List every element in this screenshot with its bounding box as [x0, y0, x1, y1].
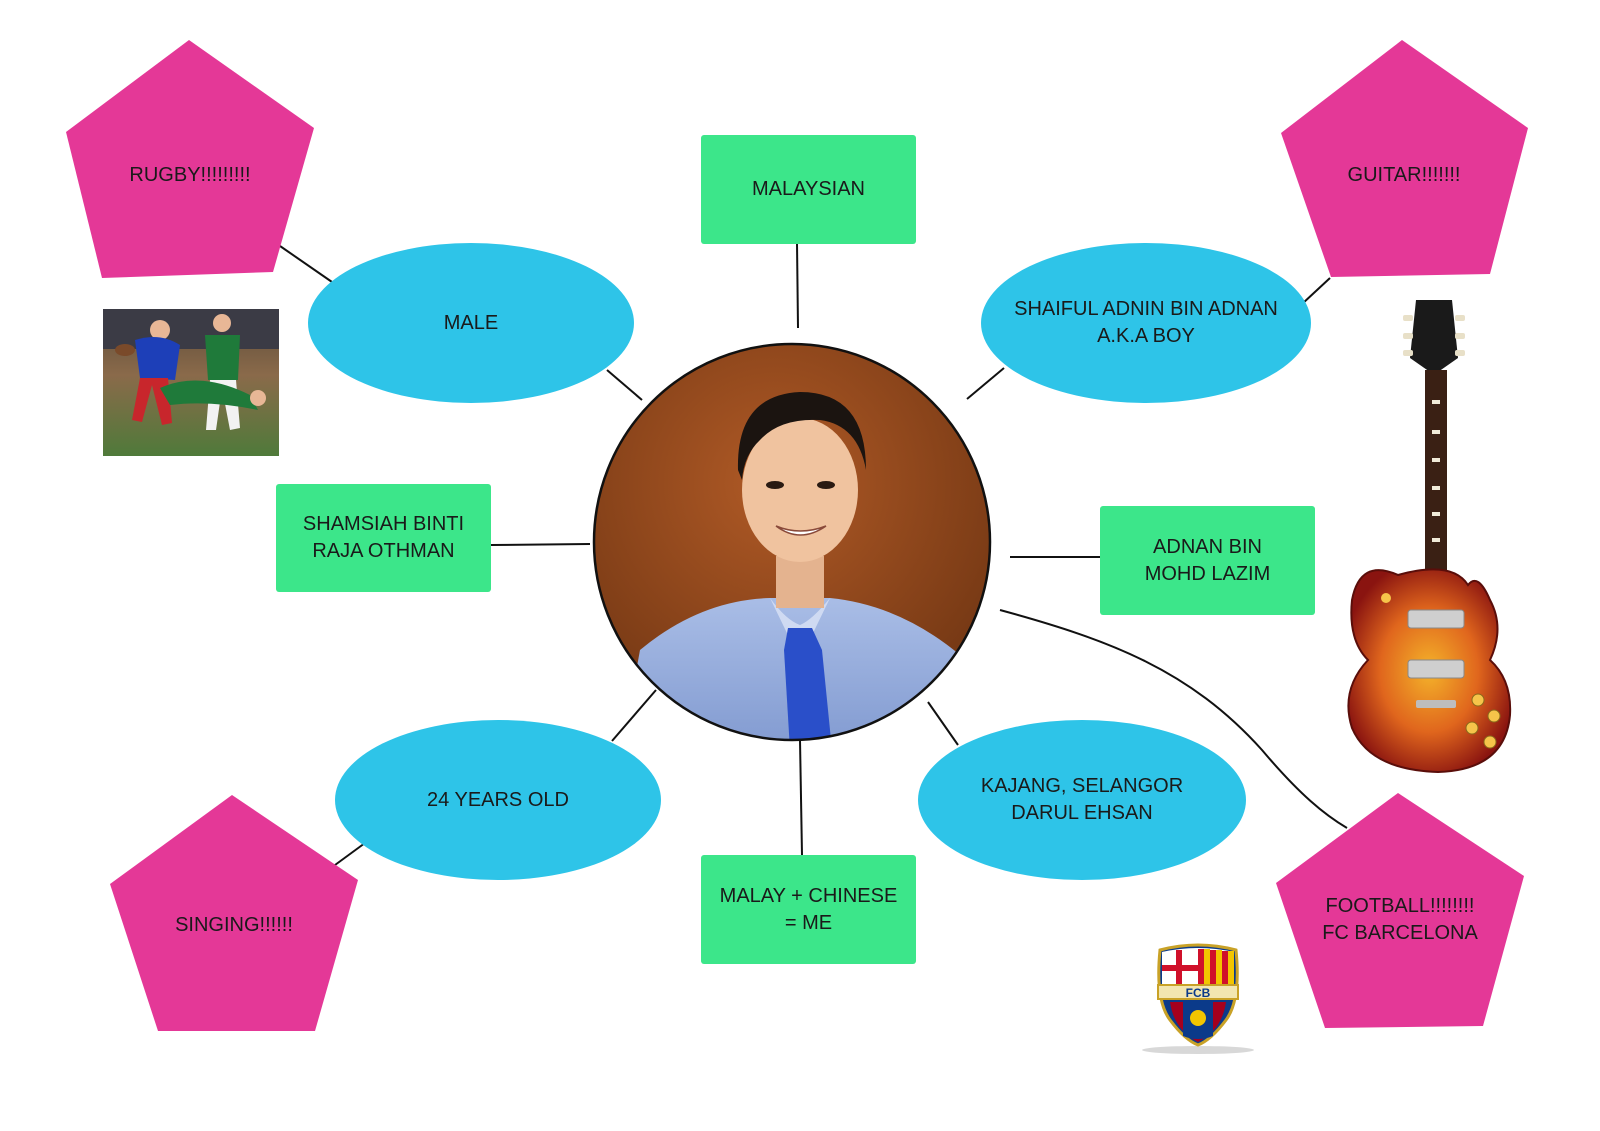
father-box — [1100, 506, 1315, 615]
race-label: MALAY + CHINESE= ME — [719, 884, 898, 934]
connector-race — [799, 739, 803, 856]
gender-label: MALE — [443, 311, 499, 334]
guitar-pentagon — [1281, 40, 1528, 277]
singing-pentagon — [110, 795, 358, 1031]
name-ellipse — [981, 243, 1311, 403]
connector-hometown — [927, 701, 959, 746]
connector-rugby — [279, 245, 333, 283]
nationality-label: MALAYSIAN — [752, 178, 865, 200]
crest-letters: FCB — [1186, 986, 1211, 1000]
connector-nationality — [796, 242, 799, 329]
connector-football — [999, 609, 1348, 829]
connector-singing — [334, 842, 366, 866]
connector-name — [966, 367, 1005, 400]
connector-mother — [490, 543, 591, 546]
portrait-frame — [592, 342, 992, 742]
singing-label: SINGING!!!!!! — [175, 913, 293, 936]
mother-box — [276, 484, 491, 592]
hometown-ellipse — [918, 720, 1246, 880]
connector-gender — [606, 369, 643, 401]
football-pentagon — [1276, 793, 1524, 1028]
connector-age — [611, 689, 657, 742]
fc-barcelona-crest: FCB — [1142, 943, 1254, 1054]
rugby-players-photo — [103, 309, 279, 456]
gender-ellipse — [308, 243, 634, 403]
electric-guitar-image — [1347, 300, 1512, 774]
race-box — [701, 855, 916, 964]
age-ellipse — [335, 720, 661, 880]
football-label: FOOTBALL!!!!!!!!FC BARCELONA — [1322, 895, 1478, 944]
age-label: 24 YEARS OLD — [427, 788, 569, 811]
rugby-pentagon — [66, 40, 314, 278]
connector-guitar — [1301, 277, 1331, 305]
rugby-label: RUGBY!!!!!!!!! — [129, 163, 251, 186]
guitar-label: GUITAR!!!!!!! — [1347, 163, 1461, 186]
nationality-box — [701, 135, 916, 244]
connector-lines — [279, 242, 1348, 866]
